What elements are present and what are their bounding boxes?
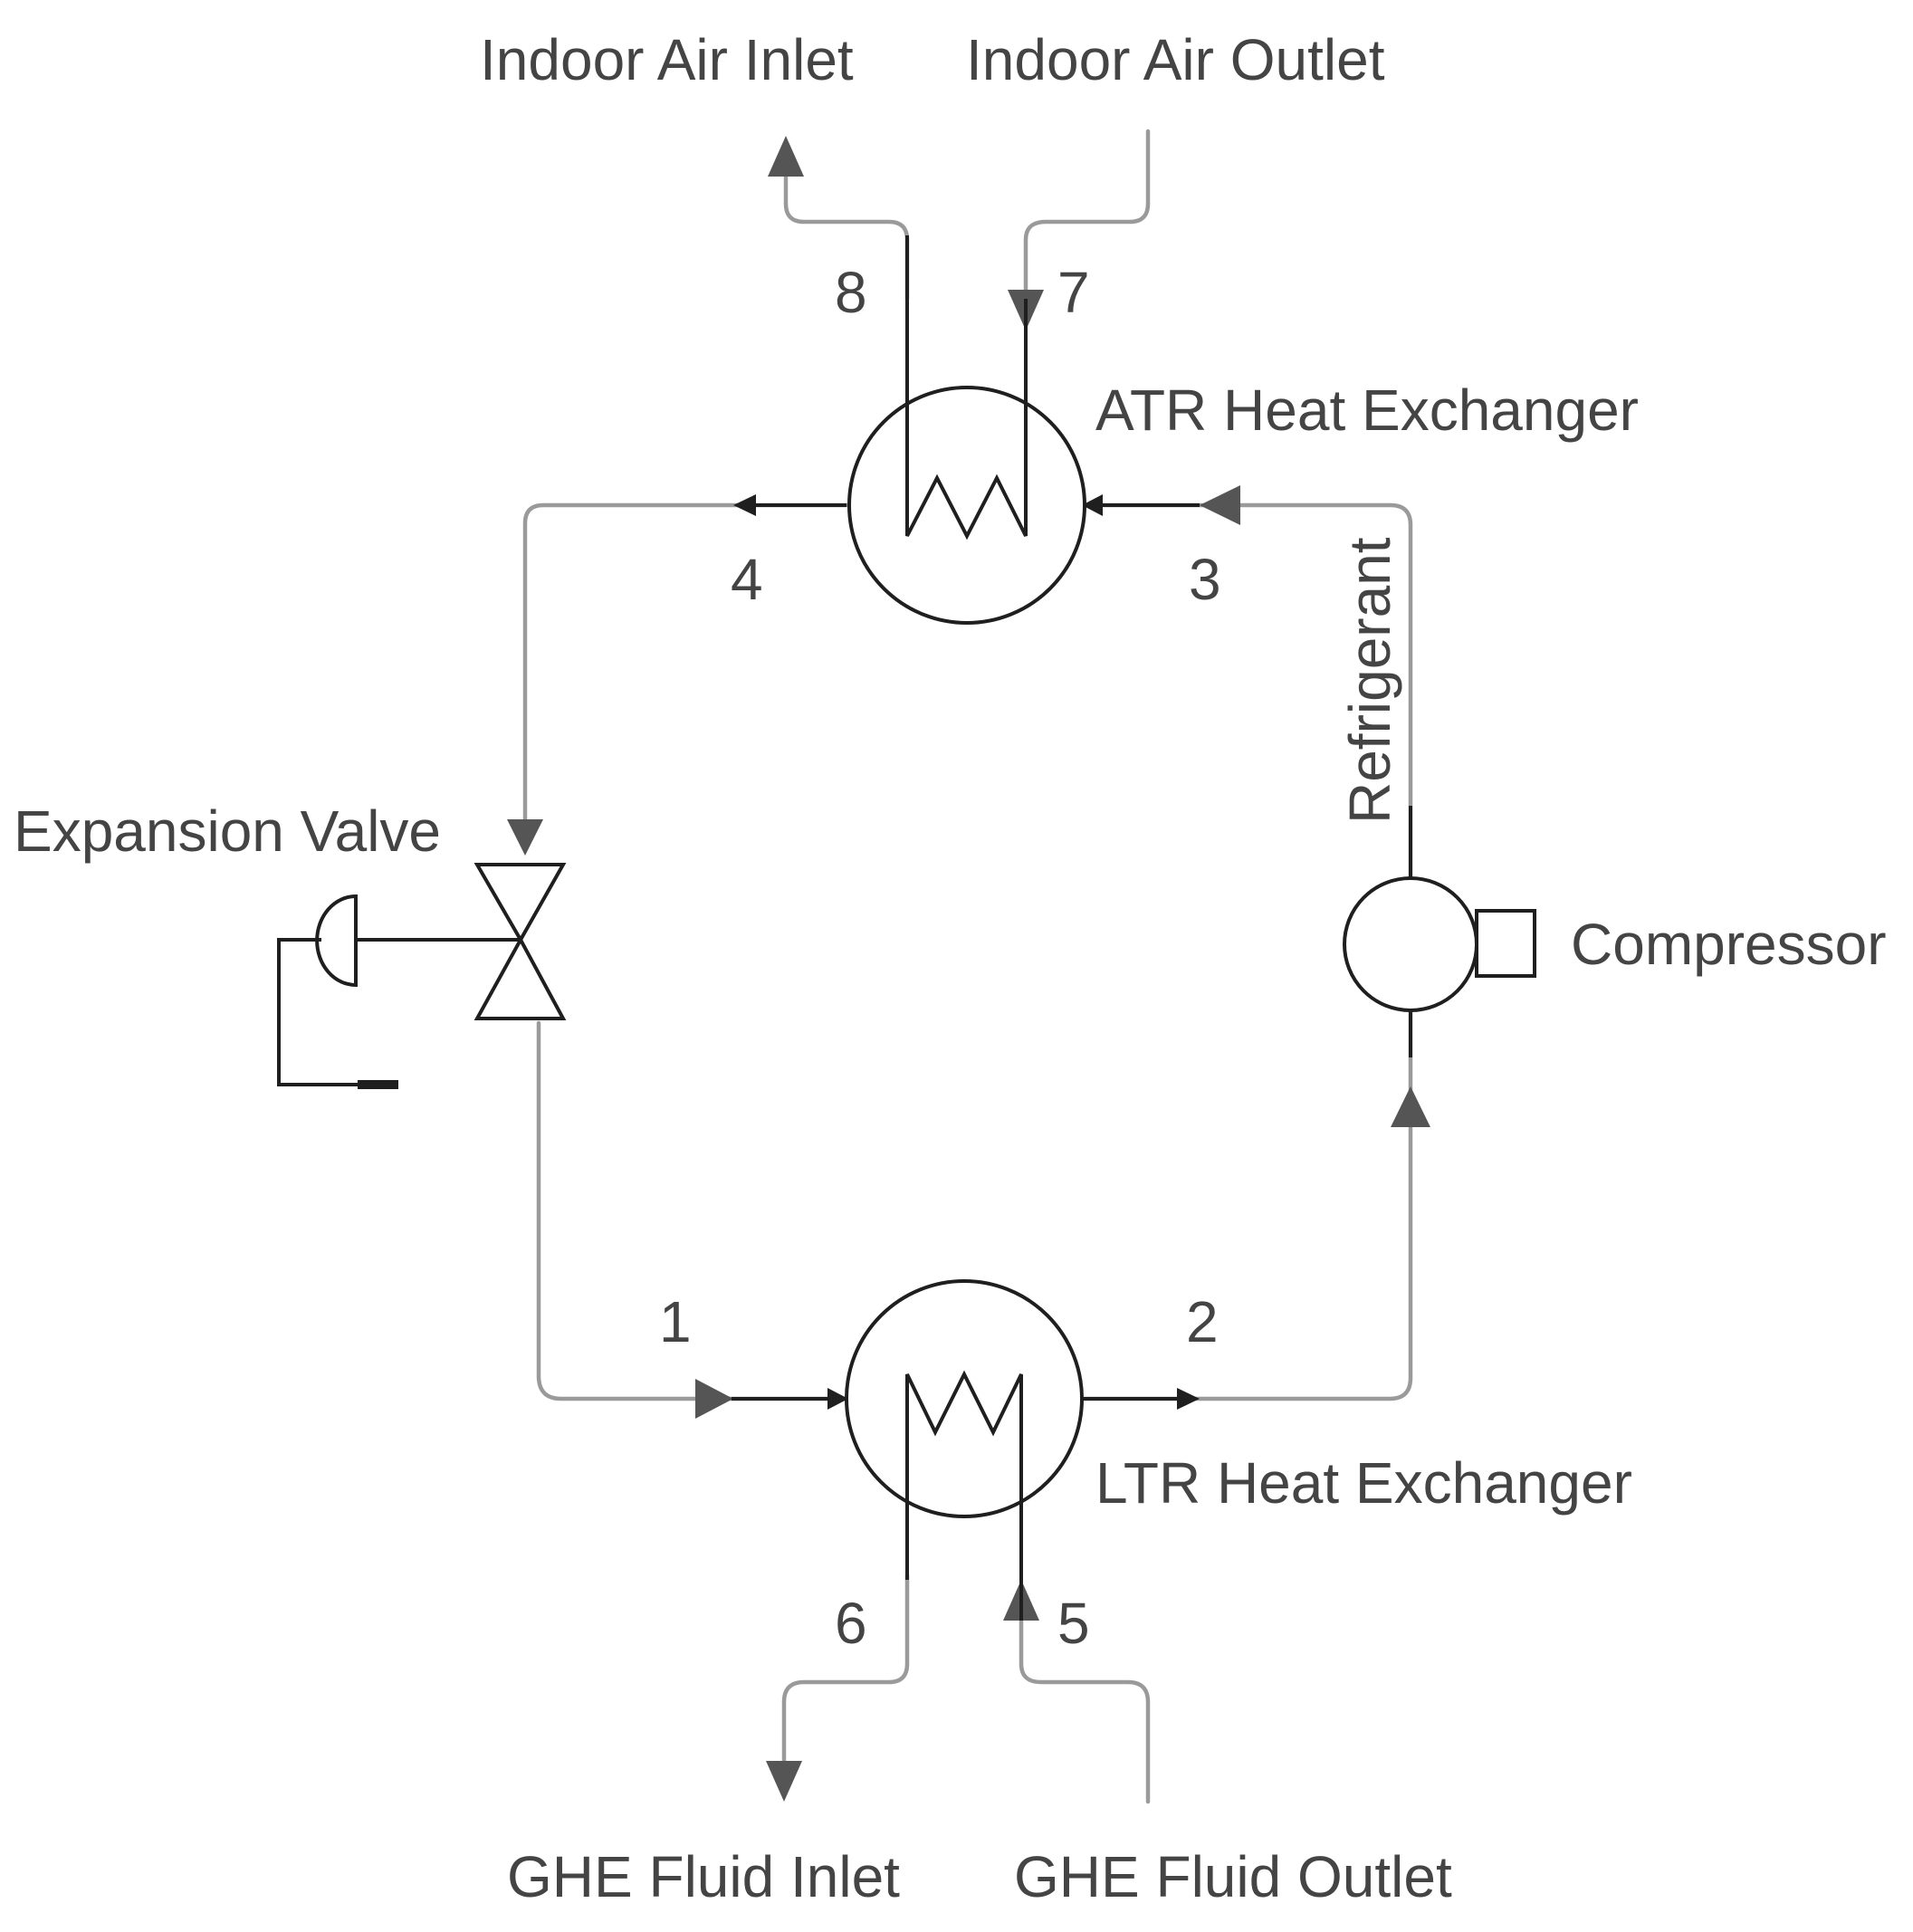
label-ghe-fluid-outlet: GHE Fluid Outlet <box>1014 1844 1452 1909</box>
state-point-1: 1 <box>659 1289 692 1354</box>
state-point-6: 6 <box>835 1591 867 1656</box>
state-point-7: 7 <box>1057 260 1090 325</box>
arrow-left-3-small <box>1082 494 1103 516</box>
arrow-right-1-small <box>827 1388 848 1410</box>
arrow-left-4 <box>733 494 756 516</box>
label-indoor-air-inlet: Indoor Air Inlet <box>480 27 854 92</box>
arrow-down-ghe-fluid-inlet <box>766 1761 802 1802</box>
arrow-right-2 <box>1177 1388 1200 1410</box>
pipe-4-to-valve <box>522 502 849 822</box>
label-atr-heat-exchanger: ATR Heat Exchanger <box>1095 378 1639 443</box>
arrow-right-1-large <box>695 1379 733 1419</box>
state-point-3: 3 <box>1189 547 1221 612</box>
label-ltr-heat-exchanger: LTR Heat Exchanger <box>1095 1450 1632 1516</box>
label-expansion-valve: Expansion Valve <box>14 799 441 864</box>
pipe-2-to-compressor <box>1079 1009 1413 1401</box>
ltr-heat-exchanger <box>845 1279 1084 1621</box>
arrow-left-3-large <box>1200 485 1240 525</box>
expansion-valve-symbol <box>277 863 567 1089</box>
pipe-indoor-air-outlet <box>1023 129 1151 301</box>
label-refrigerant: Refrigerant <box>1337 537 1402 824</box>
label-ghe-fluid-inlet: GHE Fluid Inlet <box>507 1844 900 1909</box>
arrow-up-indoor-air-inlet <box>768 136 804 177</box>
pipe-ghe-fluid-inlet <box>781 1573 910 1768</box>
compressor-symbol <box>1343 806 1536 1057</box>
state-point-5: 5 <box>1057 1591 1090 1656</box>
atr-heat-exchanger <box>847 235 1086 625</box>
pipe-indoor-air-inlet <box>783 165 910 301</box>
pipe-compressor-to-3 <box>1079 502 1413 881</box>
pipe-ghe-fluid-outlet <box>1019 1618 1151 1804</box>
state-point-8: 8 <box>835 260 867 325</box>
label-indoor-air-outlet: Indoor Air Outlet <box>966 27 1385 92</box>
state-point-4: 4 <box>731 547 763 612</box>
state-point-2: 2 <box>1186 1289 1219 1354</box>
arrow-up-compressor <box>1391 1086 1430 1127</box>
pipe-valve-to-1 <box>536 1020 849 1401</box>
label-compressor: Compressor <box>1571 912 1887 977</box>
arrow-down-valve <box>507 819 543 856</box>
